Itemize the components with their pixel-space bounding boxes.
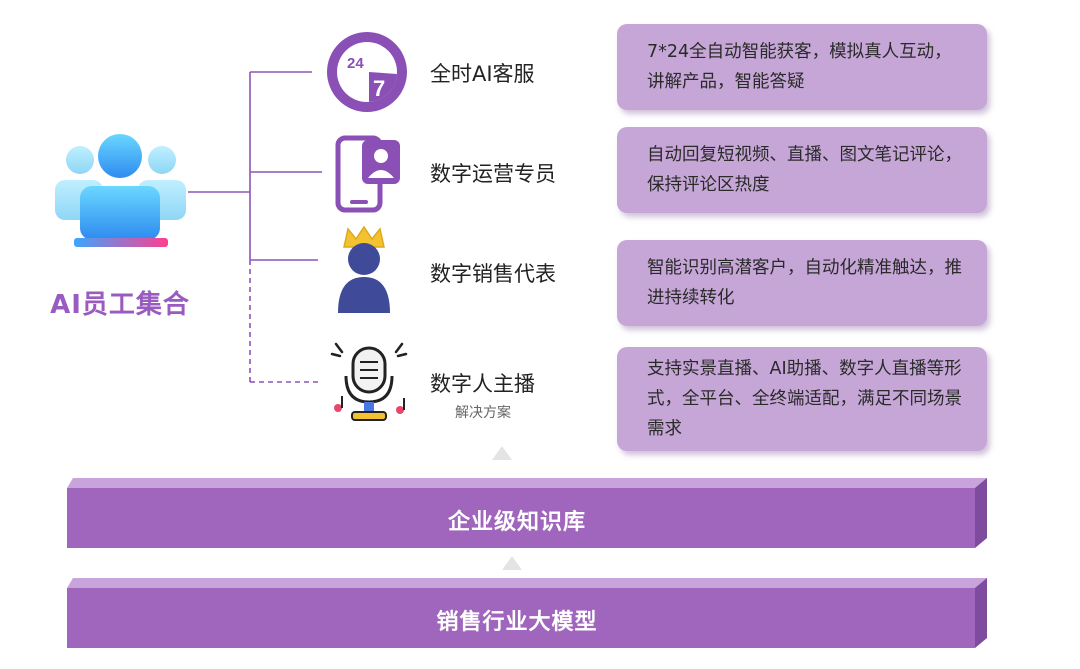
arrow-up-icon [502, 556, 522, 570]
description-box-operations: 自动回复短视频、直播、图文笔记评论，保持评论区热度 [617, 127, 987, 213]
description-box-anchor: 支持实景直播、AI助播、数字人直播等形式，全平台、全终端适配，满足不同场景需求 [617, 347, 987, 451]
clock-24-7-icon: 24 7 [327, 32, 407, 112]
group-title: AI员工集合 [50, 290, 190, 320]
description-text: 自动回复短视频、直播、图文笔记评论，保持评论区热度 [647, 145, 962, 195]
layer-shape [67, 478, 987, 548]
description-box-sales: 智能识别高潜客户，自动化精准触达，推进持续转化 [617, 240, 987, 326]
item-label-sales: 数字销售代表 [430, 262, 556, 286]
description-text: 智能识别高潜客户，自动化精准触达，推进持续转化 [647, 258, 962, 308]
team-people-icon [55, 134, 186, 247]
item-label-anchor: 数字人主播 [430, 372, 535, 396]
description-text: 7*24全自动智能获客，模拟真人互动，讲解产品，智能答疑 [647, 42, 952, 92]
arrow-up-icon [492, 446, 512, 460]
item-label-operations: 数字运营专员 [430, 162, 556, 186]
svg-text:24: 24 [347, 55, 364, 72]
layer-shape [67, 578, 987, 648]
crowned-person-icon [338, 225, 390, 313]
layer-label: 销售行业大模型 [436, 610, 598, 635]
microphone-icon [330, 342, 408, 421]
layer-industry-model: 销售行业大模型 [67, 578, 987, 650]
svg-text:7: 7 [373, 76, 385, 101]
description-text: 支持实景直播、AI助播、数字人直播等形式，全平台、全终端适配，满足不同场景需求 [647, 359, 962, 439]
item-label-ai-service: 全时AI客服 [430, 62, 535, 86]
description-box-ai-service: 7*24全自动智能获客，模拟真人互动，讲解产品，智能答疑 [617, 24, 987, 110]
layer-knowledge-base: 企业级知识库 [67, 478, 987, 550]
item-sublabel-solution: 解决方案 [455, 405, 511, 421]
layer-label: 企业级知识库 [447, 510, 586, 535]
phone-profile-icon [335, 135, 400, 213]
